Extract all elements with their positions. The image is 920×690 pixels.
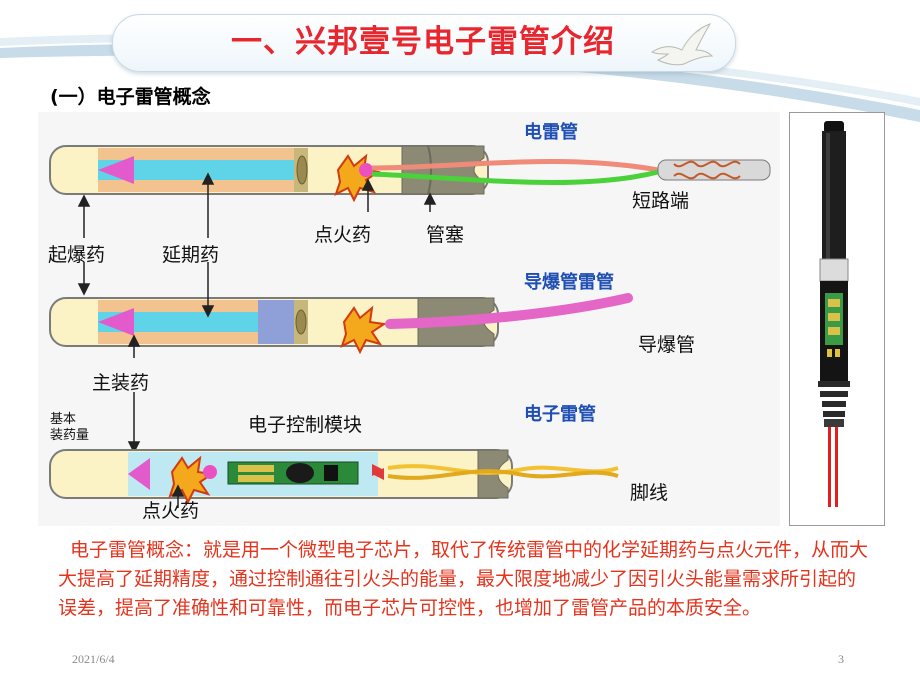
- label-base-charge-line2: 装药量: [50, 428, 90, 443]
- header-electric-detonator: 电雷管: [524, 122, 578, 143]
- annotation-arrows-1: [77, 172, 437, 238]
- dove-icon: [651, 23, 714, 66]
- shock-tube-detonator-graphic: [49, 293, 633, 355]
- label-electronic-control-module: 电子控制模块: [248, 414, 363, 436]
- label-main-charge: 主装药: [92, 372, 150, 394]
- electric-detonator-graphic: [49, 145, 771, 203]
- title-banner: [112, 14, 736, 72]
- detonator-diagram-graphic: [49, 145, 771, 508]
- annotation-arrows-3: [171, 484, 185, 508]
- label-ignition-charge: 点火药: [314, 224, 372, 246]
- footer-date: 2021/6/4: [72, 652, 115, 666]
- label-base-charge-line1: 基本: [50, 412, 77, 427]
- header-shock-tube-detonator: 导爆管雷管: [524, 272, 614, 293]
- label-leg-wire: 脚线: [630, 482, 669, 504]
- section-subtitle: (一）电子雷管概念: [50, 86, 211, 108]
- label-primary-explosive: 起爆药: [48, 244, 106, 266]
- concept-description: 电子雷管概念：就是用一个微型电子芯片，取代了传统雷管中的化学延期药与点火元件，从…: [58, 539, 869, 619]
- electronic-detonator-graphic: [49, 449, 619, 505]
- page-number: 3: [838, 652, 844, 666]
- product-photo: [789, 112, 885, 526]
- annotation-arrows-2: [77, 262, 215, 454]
- label-shock-tube: 导爆管: [638, 334, 696, 356]
- label-ignition-charge-electronic: 点火药: [142, 500, 200, 522]
- label-delay-charge: 延期药: [162, 244, 220, 266]
- label-short-end: 短路端: [632, 190, 690, 212]
- label-plug: 管塞: [426, 224, 465, 246]
- slide-title: 一、兴邦壹号电子雷管介绍: [231, 24, 615, 60]
- detonator-diagram: 电雷管 短路端 点火药 管塞 起爆药 延期药 导爆管雷管 导爆管 主装药 电子雷…: [38, 112, 780, 526]
- header-electronic-detonator: 电子雷管: [524, 404, 596, 425]
- electronic-detonator-photo-graphic: [818, 121, 850, 507]
